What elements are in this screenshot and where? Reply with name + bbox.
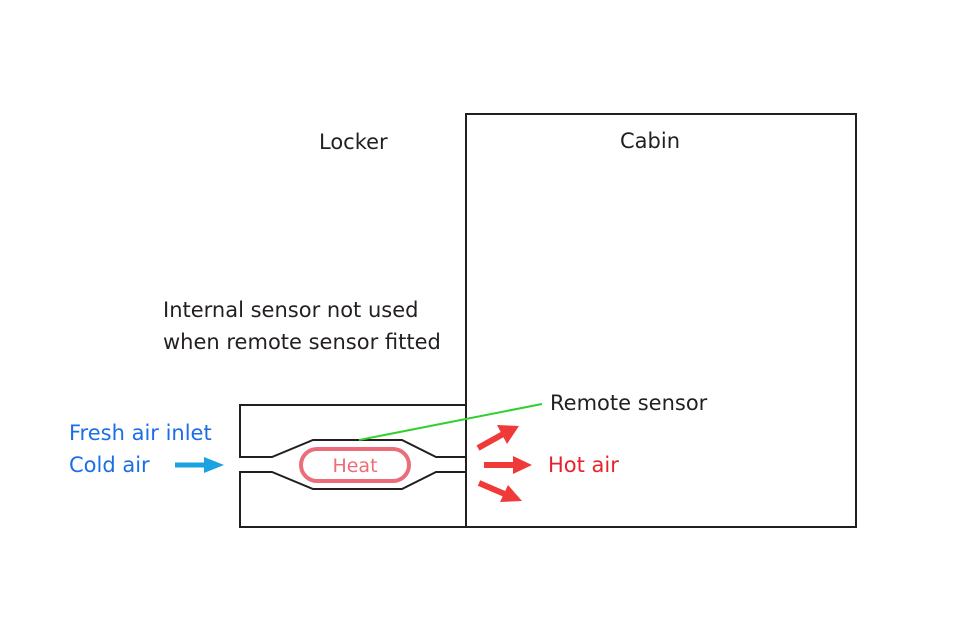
heater-upper-housing — [239, 404, 466, 458]
remote-sensor-wire — [358, 403, 543, 441]
fresh-air-inlet-label: Fresh air inlet — [69, 421, 212, 445]
cabin-label: Cabin — [620, 129, 680, 153]
heat-label: Heat — [332, 455, 377, 477]
cabin-box — [465, 113, 857, 528]
internal-sensor-note-line2: when remote sensor fitted — [163, 330, 441, 354]
internal-sensor-note-line1: Internal sensor not used — [163, 298, 418, 322]
heat-element — [299, 447, 411, 483]
cold-air-arrow-icon — [175, 457, 224, 473]
hot-air-label: Hot air — [548, 453, 619, 477]
heater-lower-housing — [239, 471, 466, 528]
locker-label: Locker — [319, 130, 388, 154]
remote-sensor-label: Remote sensor — [550, 391, 708, 415]
hot-air-arrow-up-icon — [476, 425, 519, 451]
hot-air-arrow-right-icon — [484, 456, 532, 474]
hot-air-arrow-down-icon — [477, 480, 522, 502]
cold-air-label: Cold air — [69, 453, 150, 477]
